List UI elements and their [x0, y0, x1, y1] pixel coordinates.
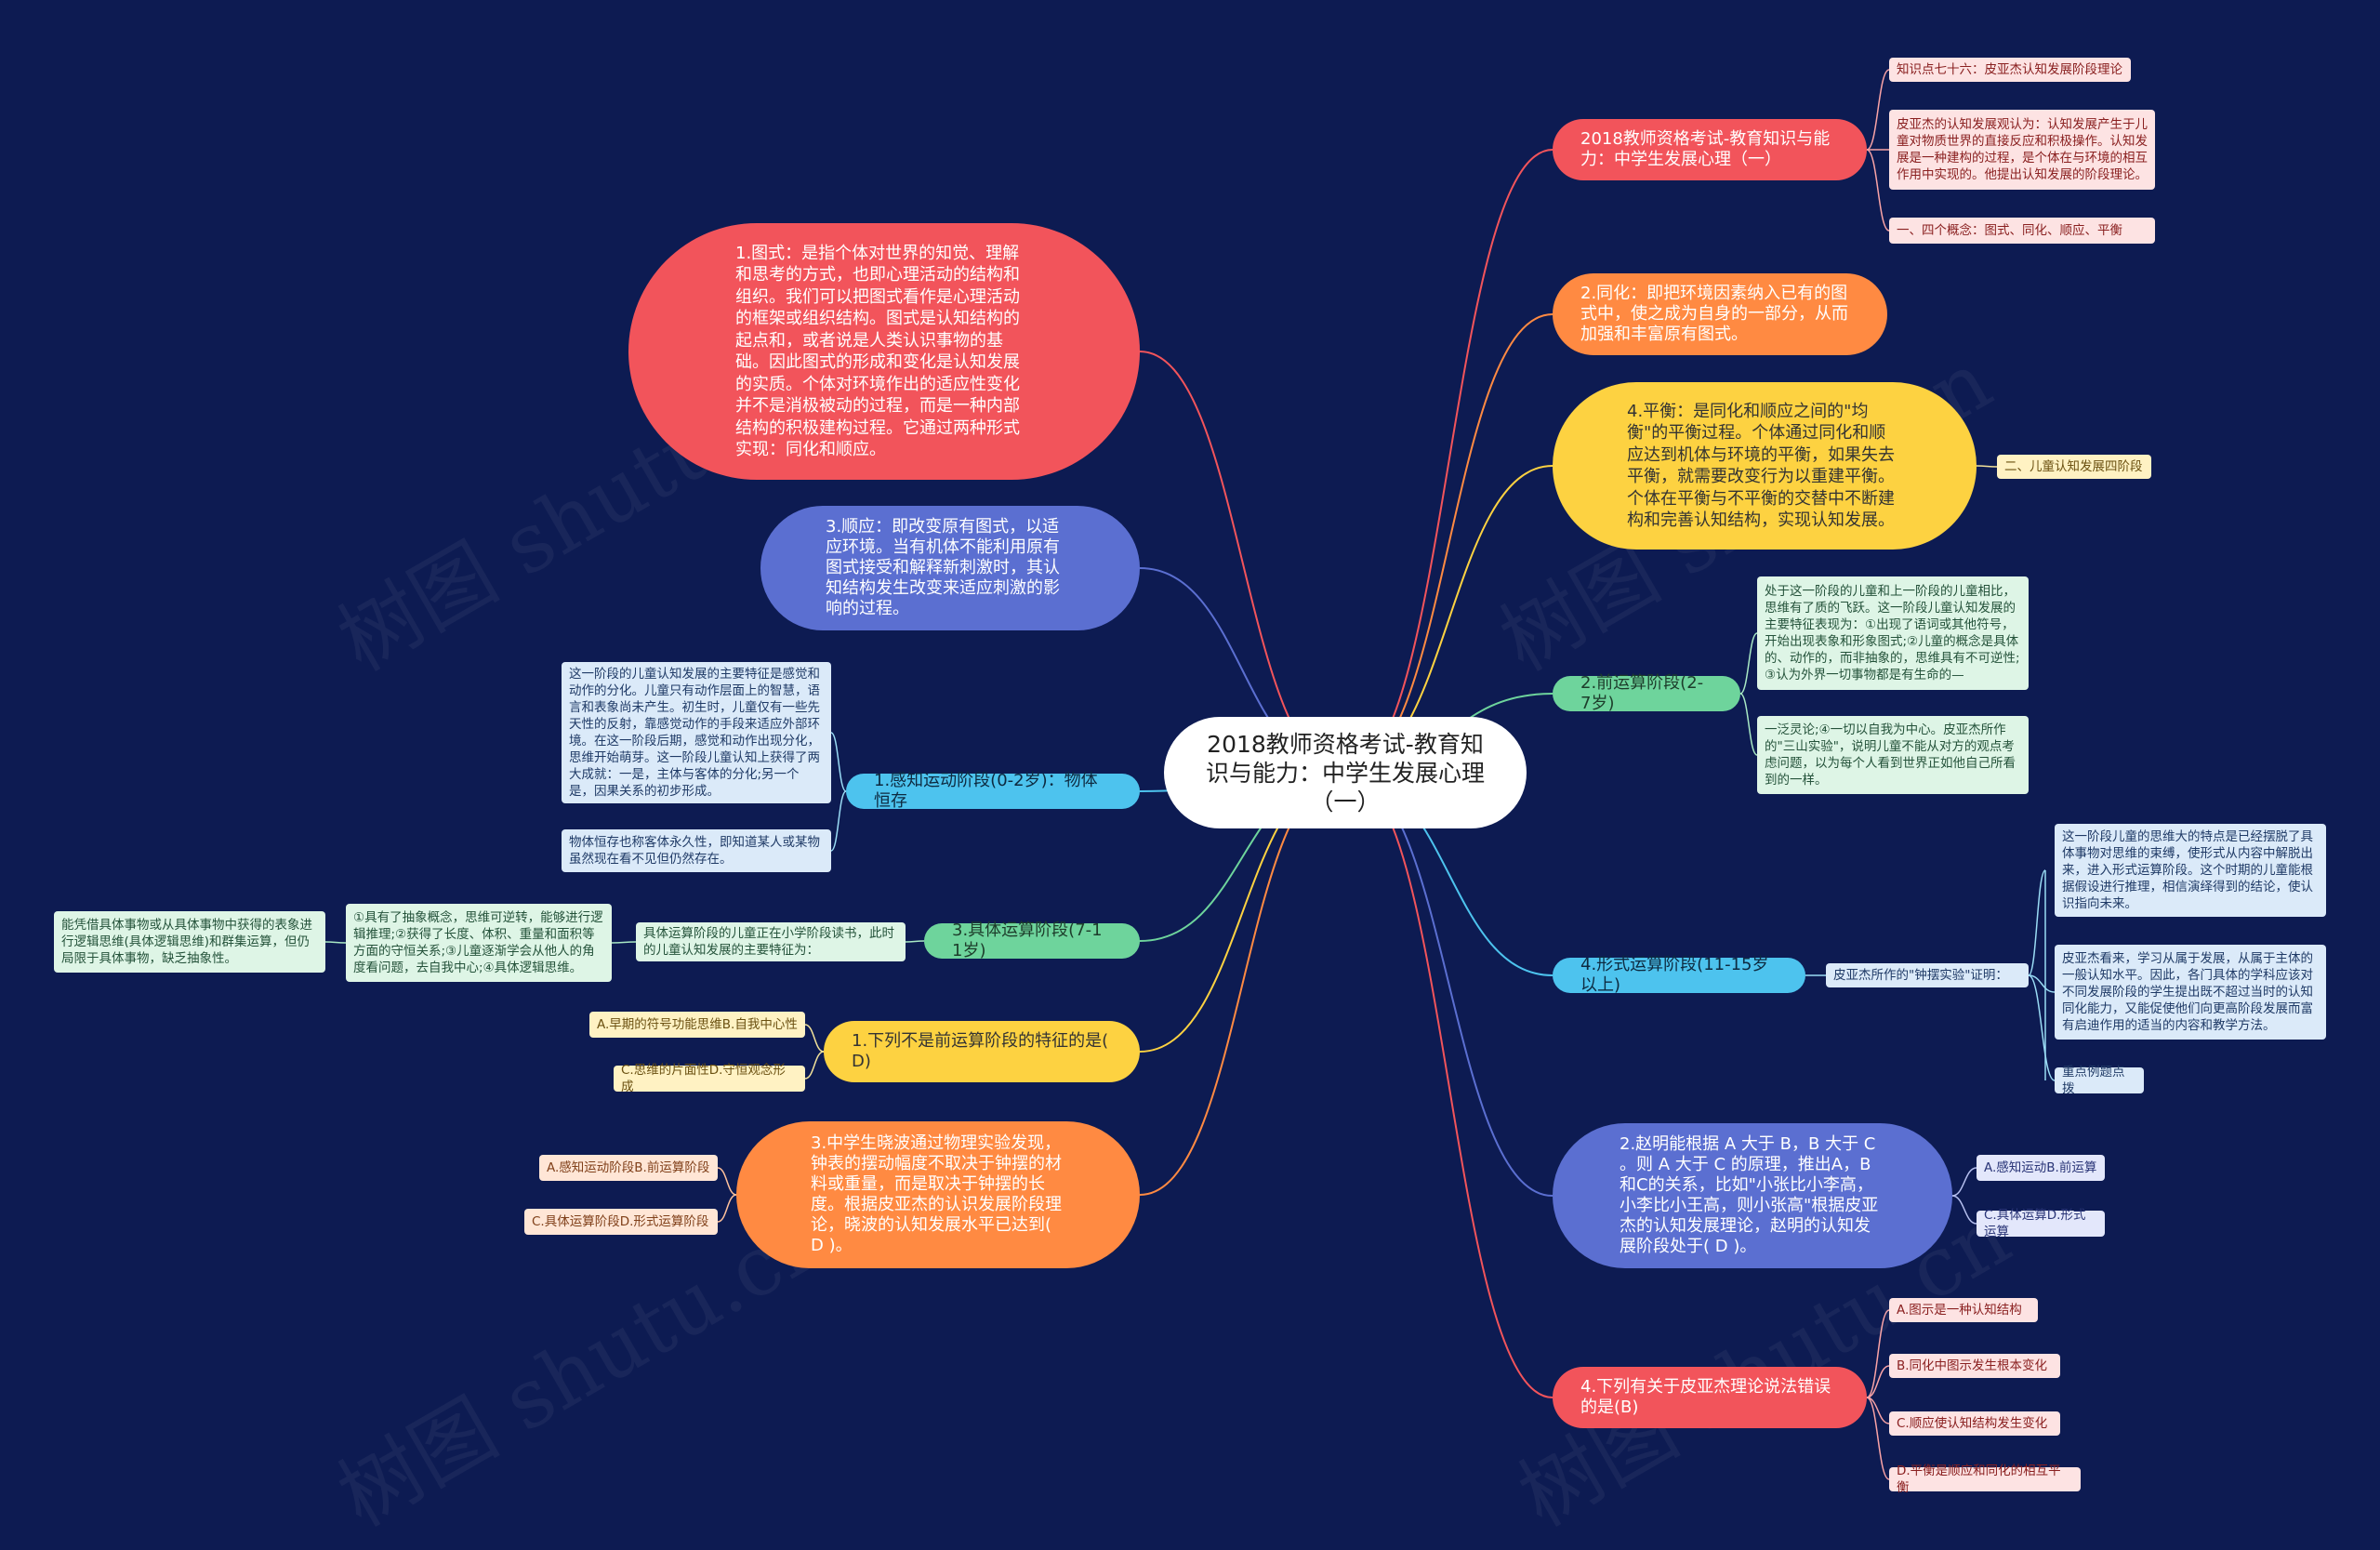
connector-line	[1739, 693, 1758, 756]
connector-line	[1951, 1195, 1977, 1225]
connector-line	[324, 941, 347, 944]
branch-accommodation[interactable]: 3.顺应：即改变原有图式，以适应环境。当有机体不能利用原有图式接受和解释新刺激时…	[760, 506, 1140, 630]
option-a[interactable]: A.图示是一种认知结构	[1889, 1298, 2038, 1322]
note-example-tips[interactable]: 重点例题点拨	[2055, 1065, 2144, 1096]
branch-question-xiaobo[interactable]: 3.中学生晓波通过物理实验发现，钟表的摆动幅度不取决于钟摆的材料或重量，而是取决…	[736, 1121, 1140, 1268]
option-a-b[interactable]: A.早期的符号功能思维B.自我中心性	[589, 1012, 805, 1038]
note-formal-traits[interactable]: 这一阶段儿童的思维大的特点是已经摆脱了具体事物对思维的束缚，使形式从内容中解脱出…	[2055, 824, 2326, 917]
branch-question-piaget[interactable]: 4.下列有关于皮亚杰理论说法错误的是(B)	[1553, 1367, 1867, 1428]
note-object-permanence[interactable]: 物体恒存也称客体永久性，即知道某人或某物虽然现在看不见但仍然存在。	[562, 829, 831, 872]
connector-line	[1866, 1397, 1890, 1480]
note-concrete-logic[interactable]: 能凭借具体事物或从具体事物中获得的表象进行逻辑思维(具体逻辑思维)和群集运算，但…	[54, 911, 325, 973]
note-four-stages[interactable]: 二、儿童认知发展四阶段	[1997, 455, 2151, 479]
connector-line	[1344, 772, 1554, 1398]
branch-overview[interactable]: 2018教师资格考试-教育知识与能力：中学生发展心理（一）	[1553, 119, 1867, 180]
option-a-b[interactable]: A.感知运动B.前运算	[1977, 1155, 2105, 1181]
note-learning-development[interactable]: 皮亚杰看来，学习从属于发展，从属于主体的一般认知水平。因此，各门具体的学科应该对…	[2055, 945, 2326, 1040]
connector-line	[717, 1167, 737, 1196]
connector-line	[1344, 772, 1554, 1197]
note-sensorimotor-traits[interactable]: 这一阶段的儿童认知发展的主要特征是感觉和动作的分化。儿童只有动作层面上的智慧，语…	[562, 662, 831, 803]
option-c-d[interactable]: C.思维的片面性D.守恒观念形成	[614, 1063, 805, 1094]
connector-line	[717, 1194, 737, 1223]
central-topic[interactable]: 2018教师资格考试-教育知识与能力：中学生发展心理（一）	[1164, 717, 1527, 828]
connector-line	[2028, 869, 2046, 976]
note-preoperational-traits[interactable]: 处于这一阶段的儿童和上一阶段的儿童相比，思维有了质的飞跃。这一阶段儿童认知发展的…	[1757, 576, 2029, 690]
connector-line	[1139, 772, 1346, 1196]
branch-question-preoperational[interactable]: 1.下列不是前运算阶段的特征的是( D)	[824, 1021, 1140, 1082]
note-concrete-intro[interactable]: 具体运算阶段的儿童正在小学阶段读书，此时的儿童认知发展的主要特征为：	[636, 922, 906, 961]
branch-assimilation[interactable]: 2.同化：即把环境因素纳入已有的图式中，使之成为自身的一部分，从而加强和丰富原有…	[1553, 273, 1887, 355]
connector-line	[2028, 974, 2056, 1081]
connector-line	[1866, 1365, 1890, 1398]
branch-preoperational[interactable]: 2.前运算阶段(2-7岁)	[1553, 673, 1740, 713]
note-pendulum-experiment[interactable]: 皮亚杰所作的"钟摆实验"证明：	[1826, 963, 2029, 987]
connector-line	[1866, 69, 1890, 151]
connector-line	[1976, 465, 1998, 468]
connector-line	[1139, 351, 1346, 774]
connector-line	[804, 1051, 825, 1080]
connector-line	[611, 941, 637, 944]
connector-line	[804, 1024, 825, 1053]
connector-line	[1344, 313, 1554, 774]
note-four-concepts[interactable]: 一、四个概念：图式、同化、顺应、平衡	[1889, 218, 2155, 244]
option-c[interactable]: C.顺应使认知结构发生变化	[1889, 1411, 2060, 1436]
note-cognitive-view[interactable]: 皮亚杰的认知发展观认为：认知发展产生于儿童对物质世界的直接反应和积极操作。认知发…	[1889, 110, 2155, 190]
branch-sensorimotor[interactable]: 1.感知运动阶段(0-2岁)：物体恒存	[846, 771, 1140, 811]
connector-line	[905, 940, 925, 943]
option-c-d[interactable]: C.具体运算D.形式运算	[1977, 1208, 2105, 1239]
branch-equilibrium[interactable]: 4.平衡：是同化和顺应之间的"均衡"的平衡过程。个体通过同化和顺应达到机体与环境…	[1553, 382, 1977, 550]
connector-line	[2028, 974, 2056, 993]
connector-line	[1866, 149, 1890, 232]
branch-schema[interactable]: 1.图式：是指个体对世界的知觉、理解和思考的方式，也即心理活动的结构和组织。我们…	[628, 223, 1140, 480]
option-b[interactable]: B.同化中图示发生根本变化	[1889, 1354, 2060, 1378]
option-d[interactable]: D.平衡是顺应和同化的相互平衡	[1889, 1464, 2081, 1495]
connector-line	[1866, 1309, 1890, 1398]
connector-line	[1951, 1167, 1977, 1197]
branch-question-zhaoming[interactable]: 2.赵明能根据 A 大于 B，B 大于 C 。则 A 大于 C 的原理，推出A，…	[1553, 1123, 1952, 1268]
branch-concrete-operational[interactable]: 3.具体运算阶段(7-11岁)	[924, 921, 1140, 960]
connector-line	[1739, 632, 1758, 695]
branch-formal-operational[interactable]: 4.形式运算阶段(11-15岁以上)	[1553, 955, 1805, 995]
note-three-mountains[interactable]: 一泛灵论;④一切以自我为中心。皮亚杰所作的"三山实验"，说明儿童不能从对方的观点…	[1757, 716, 2029, 794]
note-knowledge-point[interactable]: 知识点七十六：皮亚杰认知发展阶段理论	[1889, 58, 2131, 82]
connector-line	[830, 732, 847, 792]
note-concrete-traits[interactable]: ①具有了抽象概念，思维可逆转，能够进行逻辑推理;②获得了长度、体积、重量和面积等…	[346, 904, 612, 982]
option-a-b[interactable]: A.感知运动阶段B.前运算阶段	[539, 1155, 718, 1181]
option-c-d[interactable]: C.具体运算阶段D.形式运算阶段	[524, 1209, 718, 1235]
connector-line	[830, 790, 847, 852]
connector-line	[1344, 149, 1554, 774]
